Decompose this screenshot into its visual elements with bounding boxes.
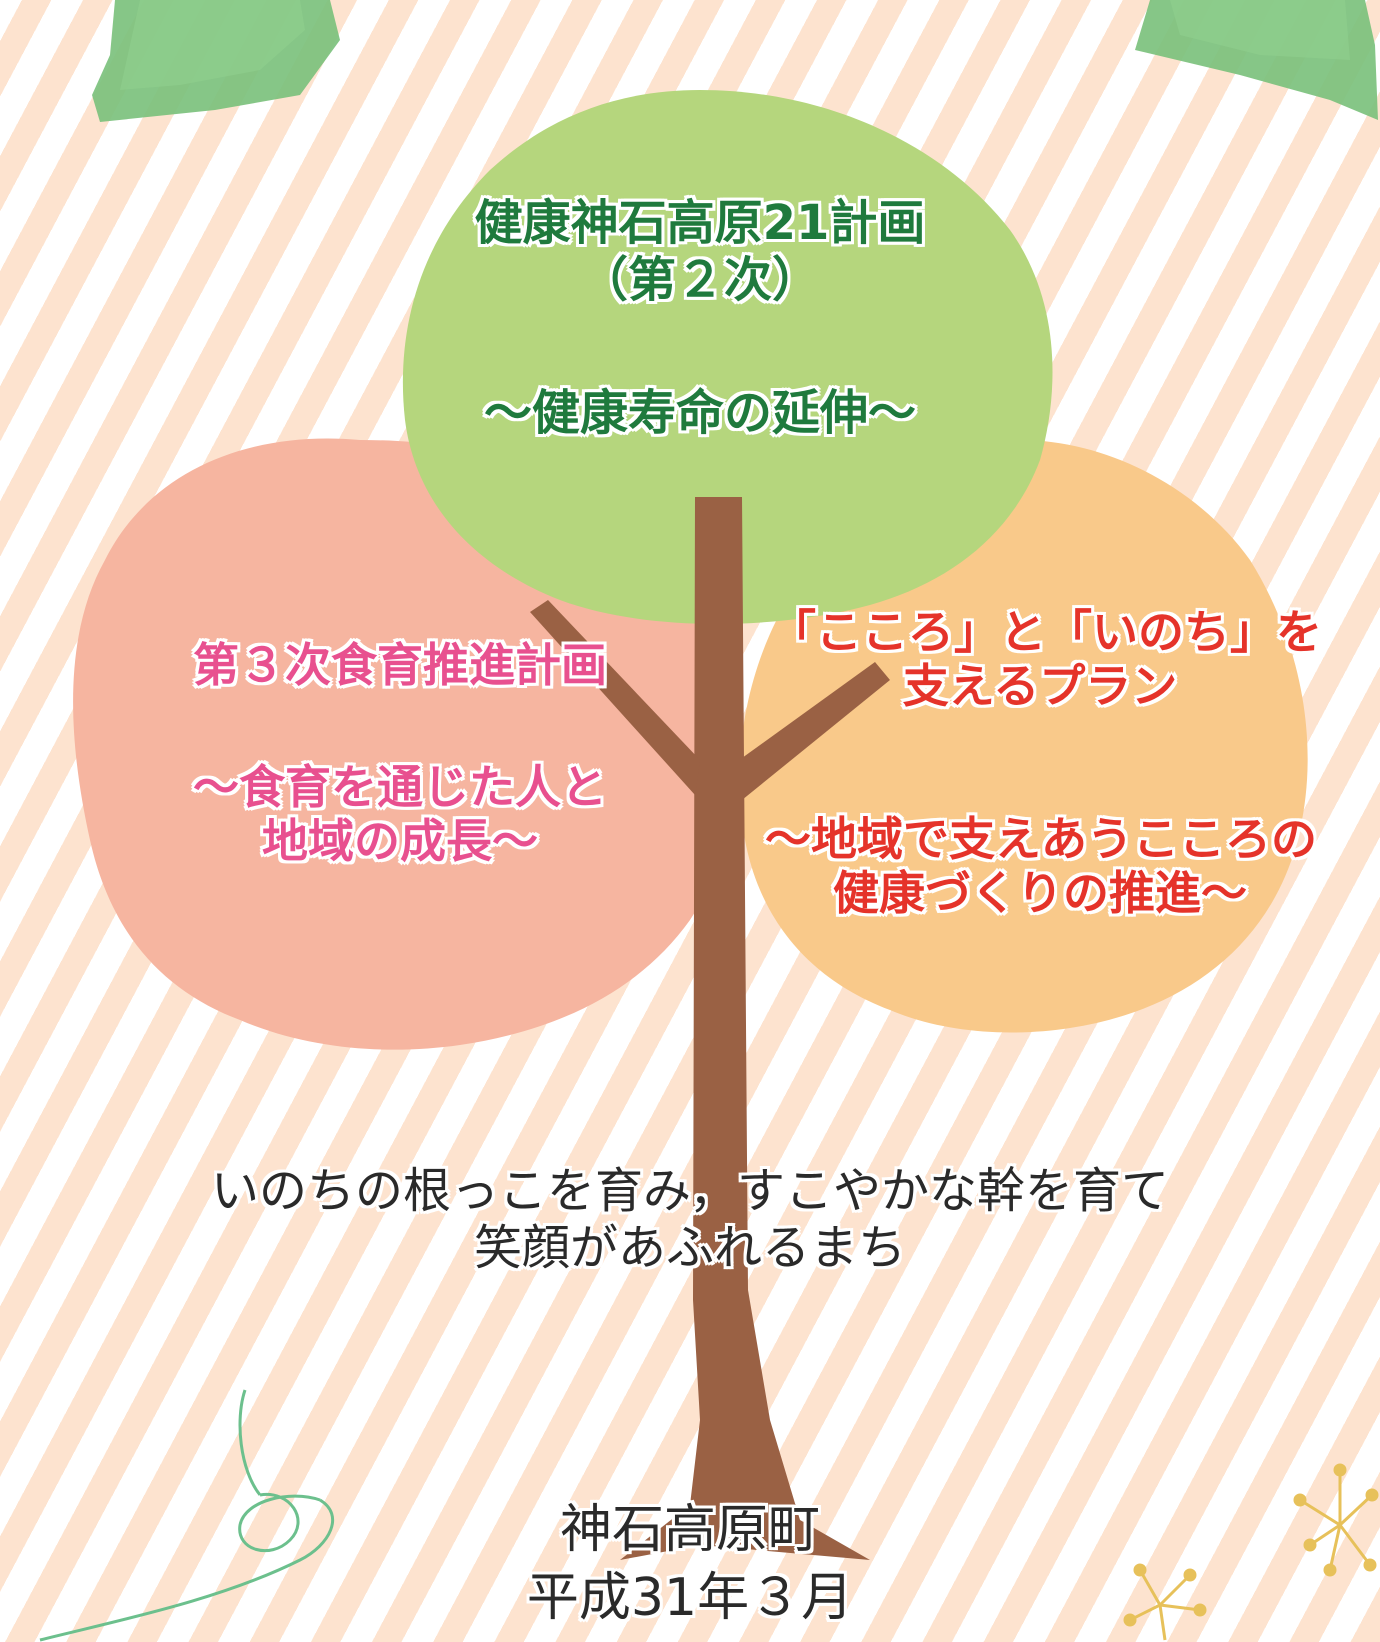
slogan: いのちの根っこを育み，すこやかな幹を育て 笑顔があふれるまち bbox=[190, 1163, 1190, 1276]
pink-tree-title: 第３次食育推進計画 bbox=[193, 638, 607, 692]
green-tree-title-line1: 健康神石高原21計画 bbox=[474, 195, 926, 251]
pink-tree-subtitle-line2: 地域の成長～ bbox=[262, 814, 538, 869]
swirl-decoration-icon bbox=[39, 1389, 334, 1642]
tree-trunk bbox=[530, 497, 890, 1560]
orange-tree-title: 「こころ」と「いのち」を 支えるプラン bbox=[770, 605, 1322, 714]
orange-tree-title-line2: 支えるプラン bbox=[902, 659, 1178, 714]
green-tree-title: 健康神石高原21計画 （第２次） bbox=[450, 195, 950, 308]
orange-tree-title-line1: 「こころ」と「いのち」を bbox=[770, 605, 1322, 659]
green-tree-title-line2: （第２次） bbox=[579, 251, 820, 308]
footer: 神石高原町 平成31年３月 bbox=[490, 1497, 890, 1632]
orange-tree-subtitle: ～地域で支えあうこころの 健康づくりの推進～ bbox=[765, 812, 1317, 921]
green-canopy bbox=[402, 90, 1053, 624]
dandelion-decoration-icon bbox=[1123, 1463, 1379, 1641]
slogan-line1: いのちの根っこを育み，すこやかな幹を育て bbox=[210, 1163, 1170, 1219]
orange-tree-subtitle-line2: 健康づくりの推進～ bbox=[833, 866, 1247, 921]
pink-tree-subtitle-line1: ～食育を通じた人と bbox=[193, 760, 607, 814]
green-tree-subtitle: ～健康寿命の延伸～ bbox=[483, 385, 916, 441]
orange-tree-subtitle-line1: ～地域で支えあうこころの bbox=[765, 812, 1317, 866]
town-name: 神石高原町 bbox=[559, 1500, 820, 1560]
pink-tree-subtitle: ～食育を通じた人と 地域の成長～ bbox=[150, 760, 650, 869]
slogan-line2: 笑顔があふれるまち bbox=[473, 1219, 906, 1276]
publish-date: 平成31年３月 bbox=[526, 1567, 854, 1628]
